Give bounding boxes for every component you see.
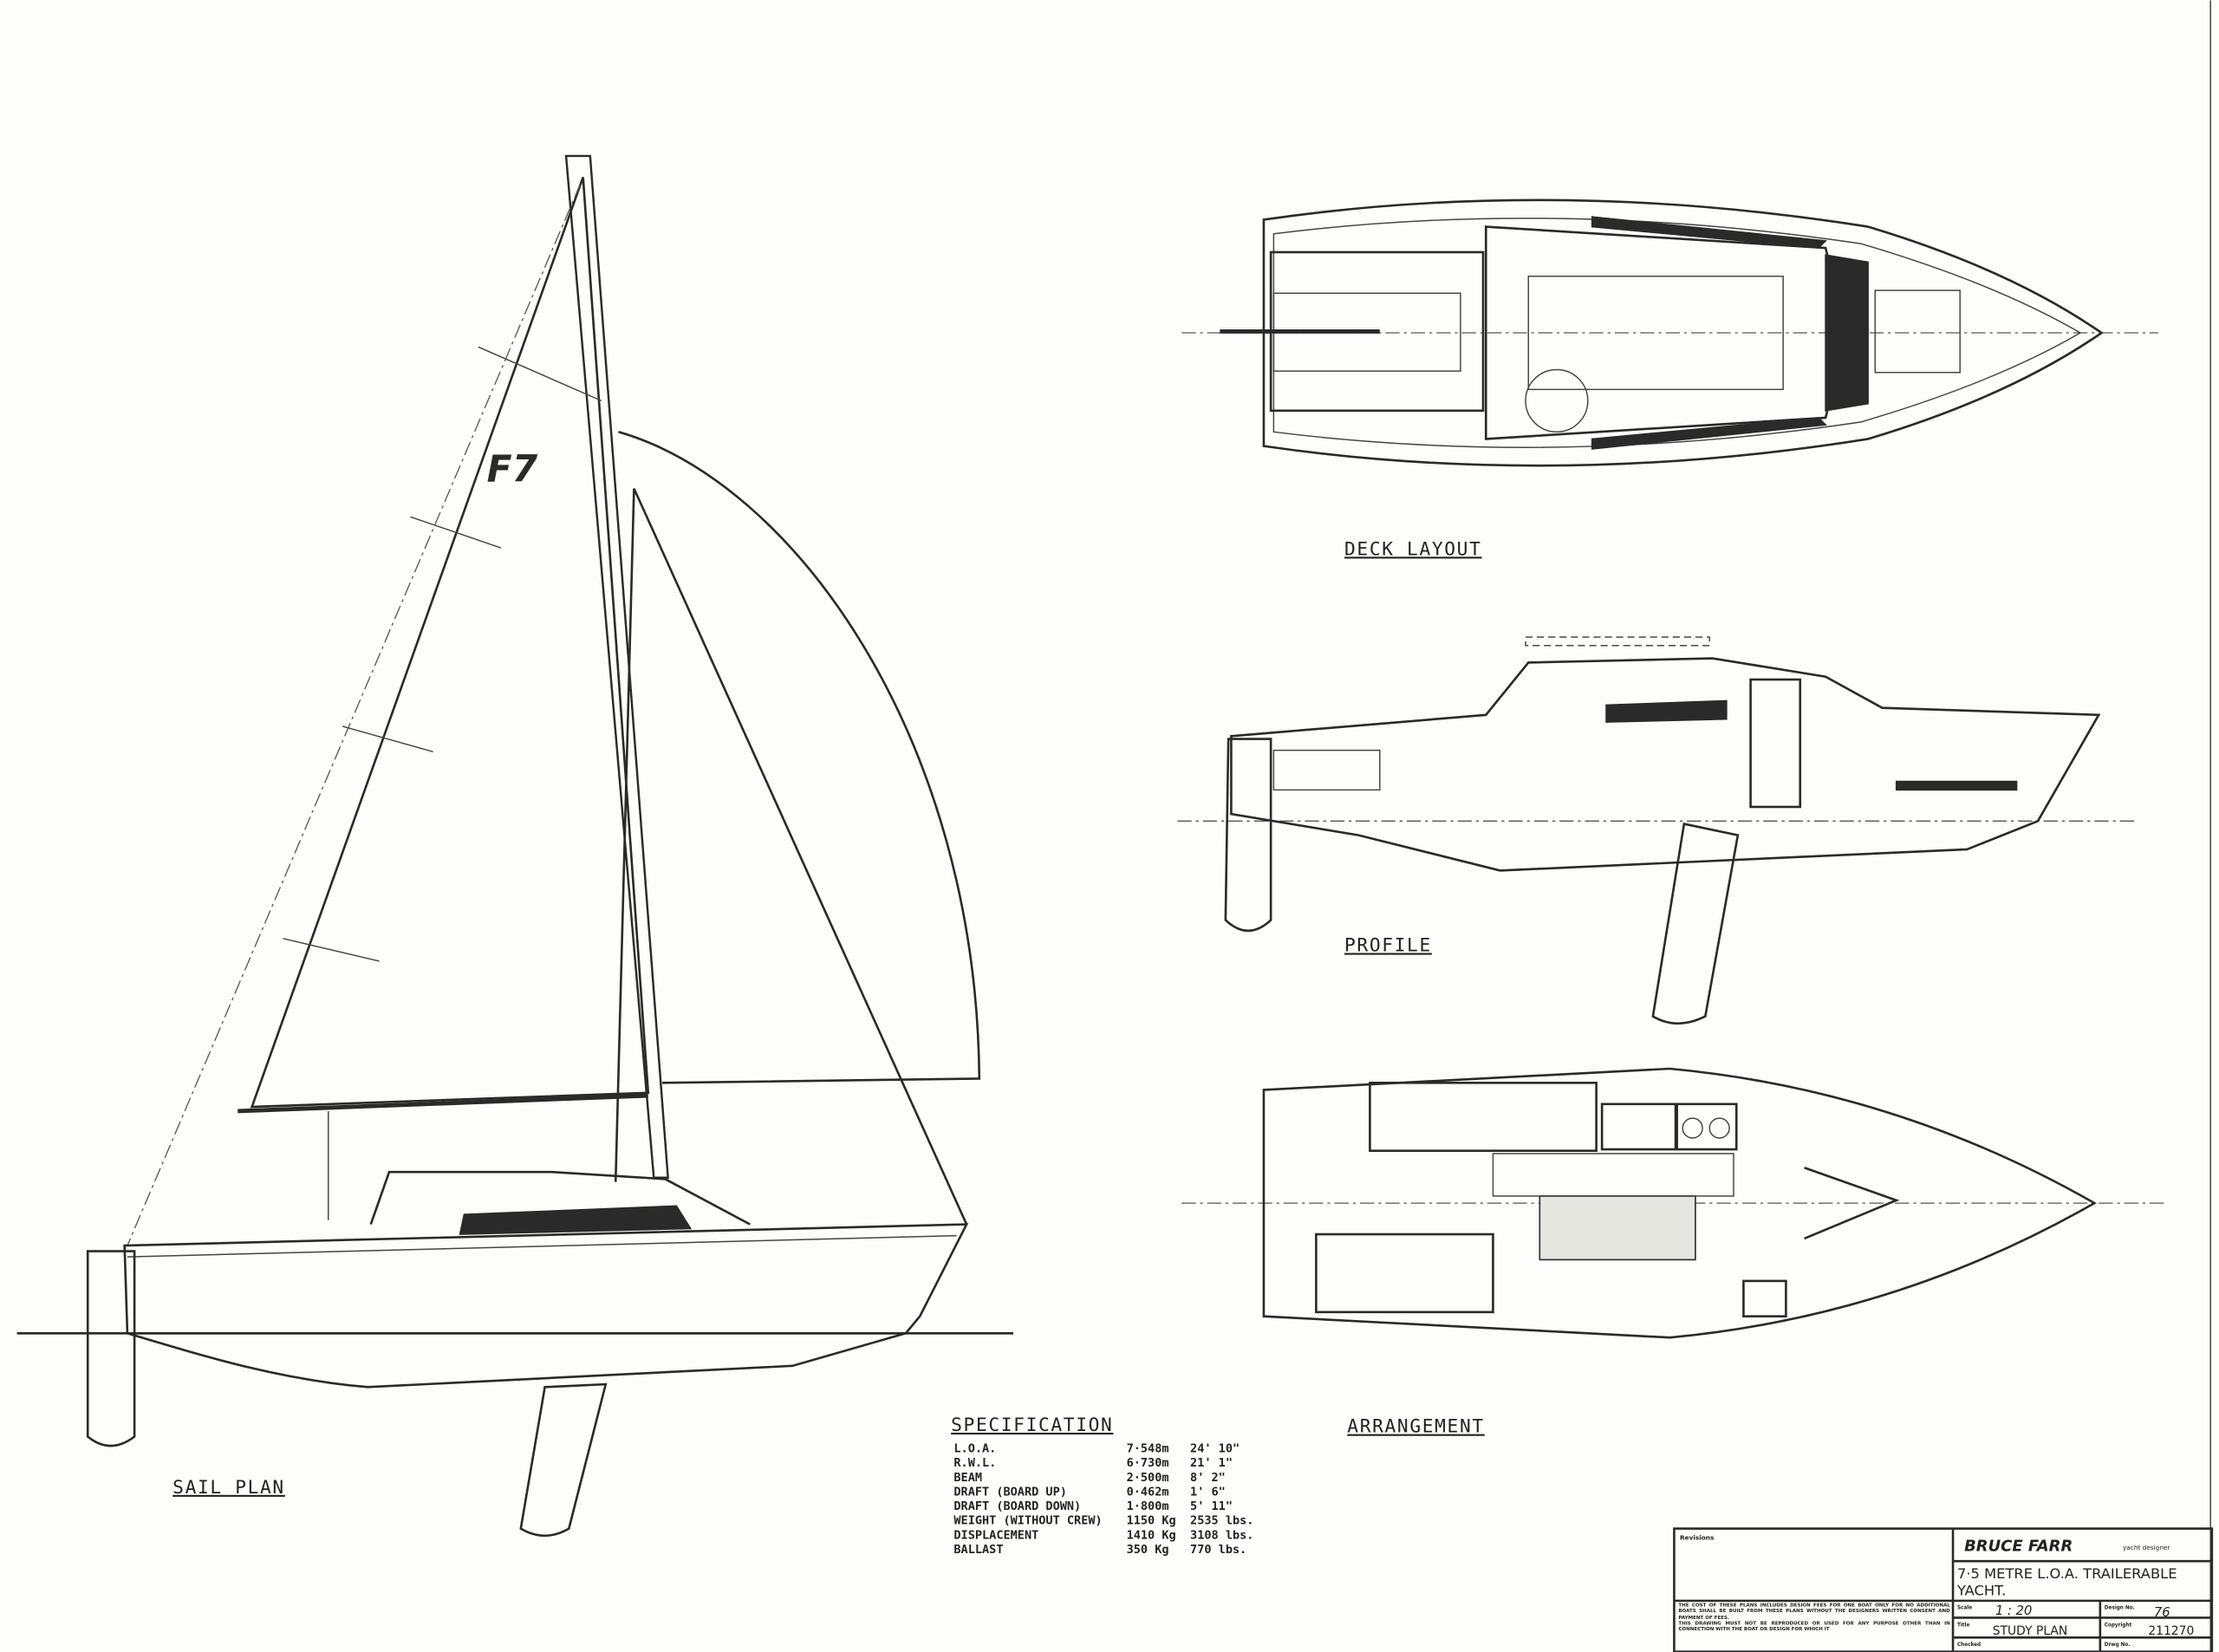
spec-label: WEIGHT (WITHOUT CREW): [953, 1514, 1102, 1528]
toilet: [1742, 1279, 1787, 1318]
revisions-label: Revisions: [1680, 1534, 1715, 1542]
hull-plan: [1262, 1067, 2097, 1339]
mainsail: [250, 176, 650, 1109]
spec-metric: 1·800m: [1127, 1499, 1169, 1513]
hull-side: [123, 1223, 969, 1335]
copyright-label: Copyright: [2105, 1623, 2132, 1628]
spec-metric: 1410 Kg: [1127, 1528, 1176, 1542]
reproduction-notice: THIS DRAWING MUST NOT BE REPRODUCED OR U…: [1678, 1620, 1950, 1633]
spec-metric: 6·730m: [1127, 1456, 1169, 1470]
deck-layout-label: DECK LAYOUT: [1344, 538, 1481, 560]
title-label: Title: [1957, 1623, 1970, 1628]
locker: [1272, 749, 1381, 791]
spec-label: R.W.L.: [953, 1456, 996, 1470]
arrangement-view: ARRANGEMENT: [1181, 1067, 2165, 1438]
scale-label: Scale: [1957, 1606, 1972, 1611]
spec-label: DRAFT (BOARD UP): [953, 1485, 1067, 1499]
checked-label: Checked: [1957, 1642, 1981, 1648]
rudder: [86, 1250, 136, 1447]
spec-metric: 7·548m: [1127, 1441, 1169, 1455]
sink: [1600, 1102, 1677, 1151]
drawing-title-line2: YACHT.: [1956, 1582, 2006, 1598]
table: [1539, 1195, 1696, 1261]
design-no-label: Design No.: [2105, 1606, 2135, 1611]
spec-imperial: 770 lbs.: [1190, 1543, 1246, 1557]
batten: [478, 346, 602, 402]
burner-icon: [1708, 1117, 1730, 1139]
backstay: [127, 184, 581, 1246]
spec-label: L.O.A.: [953, 1441, 996, 1455]
bulkhead: [1749, 678, 1802, 809]
fore-window: [1825, 254, 1869, 412]
spec-metric: 0·462m: [1127, 1485, 1169, 1499]
v-berth: [1804, 1167, 1900, 1240]
spec-label: BEAM: [953, 1471, 982, 1485]
berth-cushion: [1895, 780, 2018, 791]
design-no-value: 76: [2154, 1605, 2170, 1620]
jib: [614, 488, 968, 1226]
spec-label: BALLAST: [953, 1543, 1003, 1557]
copyright-notice: THE COST OF THESE PLANS INCLUDES DESIGN …: [1678, 1602, 1950, 1621]
spec-label: DRAFT (BOARD DOWN): [953, 1499, 1081, 1513]
spec-imperial: 8' 2": [1190, 1471, 1226, 1485]
batten: [410, 516, 502, 549]
spec-label: DISPLACEMENT: [953, 1528, 1038, 1542]
hull-section: [1230, 657, 2101, 872]
stove: [1676, 1102, 1738, 1151]
specification-title: SPECIFICATION: [951, 1415, 1113, 1436]
sheer-line: [127, 1234, 957, 1258]
winch-sweep: [1525, 368, 1589, 433]
cabin-window: [459, 1205, 693, 1235]
settee: [1492, 1153, 1734, 1197]
cabin-window: [1605, 699, 1728, 723]
centreboard: [519, 1382, 608, 1538]
burner-icon: [1682, 1117, 1703, 1139]
batten: [283, 938, 380, 962]
scale-value: 1 : 20: [1995, 1603, 2032, 1618]
spec-imperial: 2535 lbs.: [1190, 1514, 1253, 1528]
spec-metric: 1150 Kg: [1127, 1514, 1176, 1528]
centreboard: [1651, 822, 1740, 1024]
title-block: Revisions BRUCE FARR yacht designer 7·5 …: [1673, 1527, 2214, 1652]
batten: [342, 725, 433, 752]
deck-outline: [1262, 198, 2104, 467]
spec-metric: 2·500m: [1127, 1471, 1169, 1485]
drawing-title-line1: 7·5 METRE L.O.A. TRAILERABLE: [1957, 1565, 2177, 1582]
spec-imperial: 1' 6": [1190, 1485, 1226, 1499]
drwg-no-label: Drwg No.: [2105, 1642, 2131, 1648]
hatch: [1527, 275, 1784, 391]
side-window: [1591, 417, 1827, 450]
spec-imperial: 21' 1": [1190, 1456, 1233, 1470]
profile-label: PROFILE: [1344, 934, 1432, 956]
spec-metric: 350 Kg: [1127, 1543, 1169, 1557]
side-window: [1591, 216, 1827, 249]
sail-plan-label: SAIL PLAN: [172, 1477, 285, 1499]
specification-table: SPECIFICATION L.O.A. 7·548m 24' 10" R.W.L. 6…: [951, 1415, 1253, 1557]
spec-imperial: 24' 10": [1190, 1441, 1240, 1455]
quarter-berth: [1369, 1082, 1598, 1152]
cabin-top: [369, 1170, 751, 1226]
spinnaker: [618, 431, 981, 1084]
boom: [238, 1093, 648, 1114]
arrangement-label: ARRANGEMENT: [1347, 1416, 1484, 1438]
title-value: STUDY PLAN: [1993, 1624, 2067, 1638]
quarter-berth: [1315, 1232, 1494, 1314]
hull-underbody: [127, 1332, 907, 1389]
copyright-value: 211270: [2148, 1624, 2194, 1638]
open-hatch: [1525, 636, 1711, 647]
sail-insignia: F7: [487, 448, 538, 491]
deck-layout-view: DECK LAYOUT: [1181, 198, 2158, 560]
designer-logo: BRUCE FARR: [1964, 1538, 2073, 1556]
spec-imperial: 5' 11": [1190, 1499, 1233, 1513]
profile-view: PROFILE: [1177, 636, 2138, 1024]
foredeck-hatch: [1874, 289, 1961, 374]
spec-imperial: 3108 lbs.: [1190, 1528, 1253, 1542]
designer-subtitle: yacht designer: [2123, 1544, 2171, 1551]
rudder: [1224, 738, 1272, 932]
sail-plan-view: F7 SAIL PLAN: [16, 154, 1013, 1538]
